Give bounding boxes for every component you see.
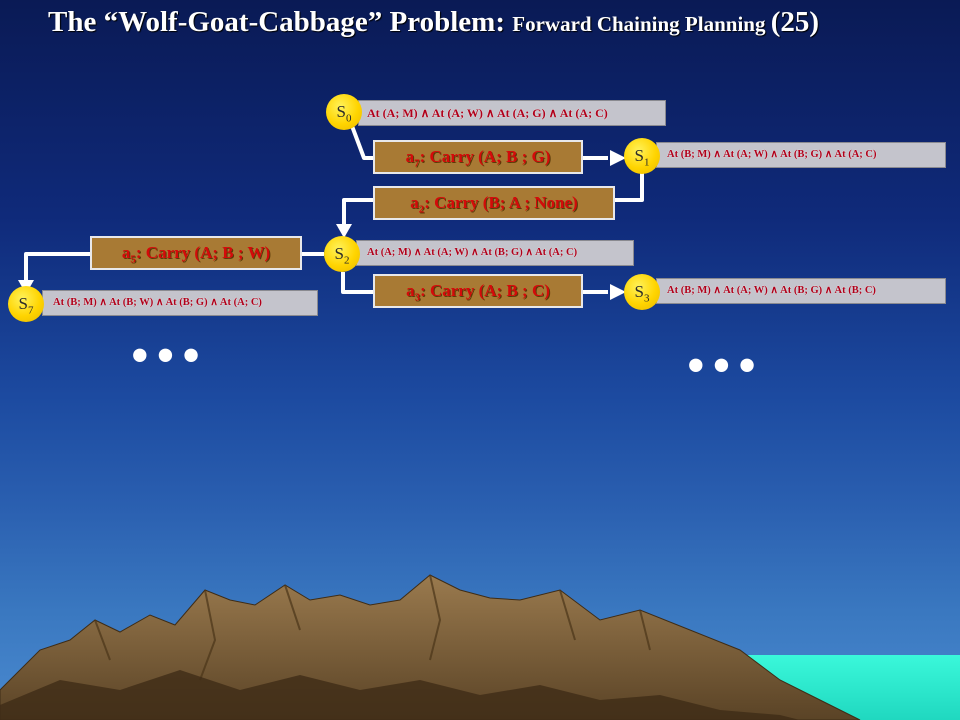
action-a7: a7: Carry (A; B ; G) — [373, 140, 583, 174]
title-sub: Forward Chaining Planning — [512, 12, 771, 36]
mountain-ridges — [94, 574, 651, 681]
state-bar-s0: At (A; M) ∧ At (A; W) ∧ At (A; G) ∧ At (… — [358, 100, 666, 126]
node-s1-sub: 1 — [643, 156, 650, 169]
action-a5: a5: Carry (A; B ; W) — [90, 236, 302, 270]
action-a7-name: a — [405, 147, 415, 166]
title-main: The “Wolf-Goat-Cabbage” Problem: — [48, 6, 513, 38]
slide-title: The “Wolf-Goat-Cabbage” Problem: Forward… — [48, 6, 819, 39]
state-bar-s2: At (A; M) ∧ At (A; W) ∧ At (B; G) ∧ At (… — [356, 240, 634, 266]
arrowhead-s1 — [610, 150, 626, 166]
action-a5-text: : Carry (A; B ; W) — [135, 243, 271, 262]
node-s0-label: S — [336, 102, 346, 121]
arrowhead-s2 — [336, 224, 352, 238]
action-a3-sub: 3 — [414, 291, 421, 304]
action-a3: a3: Carry (A; B ; C) — [373, 274, 583, 308]
node-s0: S0 — [326, 94, 362, 130]
node-s3: S3 — [624, 274, 660, 310]
node-s3-sub: 3 — [643, 292, 650, 305]
action-a2-name: a — [410, 193, 419, 212]
arrowheads — [18, 150, 626, 300]
state-bar-s1: At (B; M) ∧ At (A; W) ∧ At (B; G) ∧ At (… — [656, 142, 946, 168]
arrowhead-s3 — [610, 284, 626, 300]
action-a2-sub: 2 — [418, 203, 425, 216]
node-s7: S7 — [8, 286, 44, 322]
ellipsis-left: ••• — [130, 325, 207, 387]
node-s1: S1 — [624, 138, 660, 174]
node-s7-sub: 7 — [27, 304, 34, 317]
action-a3-text: : Carry (A; B ; C) — [420, 281, 550, 300]
node-s3-label: S — [634, 282, 644, 301]
action-a7-sub: 7 — [414, 157, 420, 170]
node-s2-sub: 2 — [343, 254, 350, 267]
node-s2-label: S — [334, 244, 344, 263]
action-a2: a2: Carry (B; A ; None) — [373, 186, 615, 220]
state-bar-s7: At (B; M) ∧ At (B; W) ∧ At (B; G) ∧ At (… — [42, 290, 318, 316]
action-a7-text: : Carry (A; B ; G) — [419, 147, 551, 166]
action-a2-text: : Carry (B; A ; None) — [424, 193, 578, 212]
state-bar-s3: At (B; M) ∧ At (A; W) ∧ At (B; G) ∧ At (… — [656, 278, 946, 304]
ellipsis-right: ••• — [686, 335, 763, 397]
action-a3-name: a — [406, 281, 415, 300]
node-s7-label: S — [18, 294, 28, 313]
action-a5-name: a — [121, 243, 131, 262]
node-s2: S2 — [324, 236, 360, 272]
mountain-foreground — [0, 670, 800, 720]
node-s0-sub: 0 — [345, 112, 352, 125]
title-number: (25) — [770, 6, 820, 38]
action-a5-sub: 5 — [130, 253, 136, 266]
node-s1-label: S — [634, 146, 644, 165]
